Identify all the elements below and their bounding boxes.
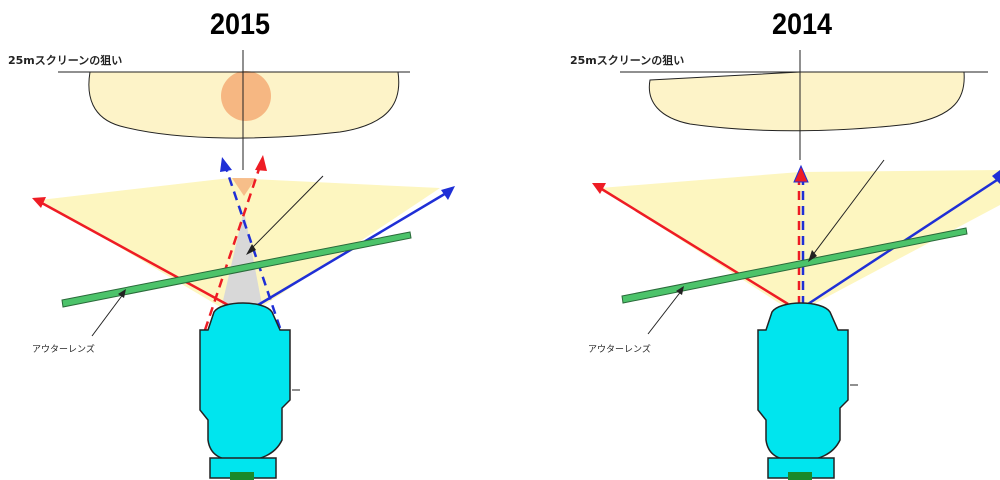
dashed-beam-arrow <box>793 164 809 183</box>
right-beam-blue-arrow <box>992 170 1000 184</box>
diagram-2014: 2014 25mスクリーンの狙い アウターレンズ <box>500 0 1000 480</box>
left-beam-red <box>39 200 229 307</box>
diagram-2015: 2015 25mスクリーンの狙い アウターレンズ <box>8 8 455 480</box>
center-pointer-arrow <box>808 250 817 262</box>
left-beam-red <box>599 186 789 306</box>
left-beam-red-arrow <box>592 183 606 194</box>
housing-connector <box>788 472 812 480</box>
center-gap-region <box>222 210 262 305</box>
target-spot <box>221 71 271 121</box>
dashed-beam-blue <box>224 167 282 329</box>
gap-pointer-arrow <box>246 244 256 255</box>
headlamp-housing <box>757 302 849 463</box>
year-title: 2014 <box>772 8 833 41</box>
year-title: 2015 <box>210 8 271 41</box>
center-pointer-line <box>811 159 885 257</box>
lens-pointer-arrow <box>676 286 684 295</box>
lens-pointer-arrow <box>118 289 126 298</box>
headlamp-housing <box>199 302 291 463</box>
lens-pointer-line <box>647 289 683 335</box>
lens-pointer-line <box>91 292 125 337</box>
right-beam-blue-arrow <box>441 186 455 200</box>
screen-target-label: 25mスクリーンの狙い <box>8 54 123 67</box>
dashed-beam-red-arrow <box>255 155 267 171</box>
overlap-highlight <box>232 178 256 196</box>
dashed-beam-blue-arrow <box>220 157 232 172</box>
aiming-diagram-2014 <box>592 50 1000 480</box>
housing-connector <box>230 472 254 480</box>
gap-pointer-line <box>249 175 324 251</box>
outer-lens-label: アウターレンズ <box>32 345 95 355</box>
screen-target-label: 25mスクリーンの狙い <box>570 54 685 67</box>
outer-lens <box>621 227 968 304</box>
outer-lens <box>61 231 412 308</box>
left-beam-red-arrow <box>32 197 46 208</box>
aiming-diagram-2015 <box>32 50 455 480</box>
screen-25m-shape <box>648 71 965 132</box>
outer-lens-label: アウターレンズ <box>588 345 651 355</box>
